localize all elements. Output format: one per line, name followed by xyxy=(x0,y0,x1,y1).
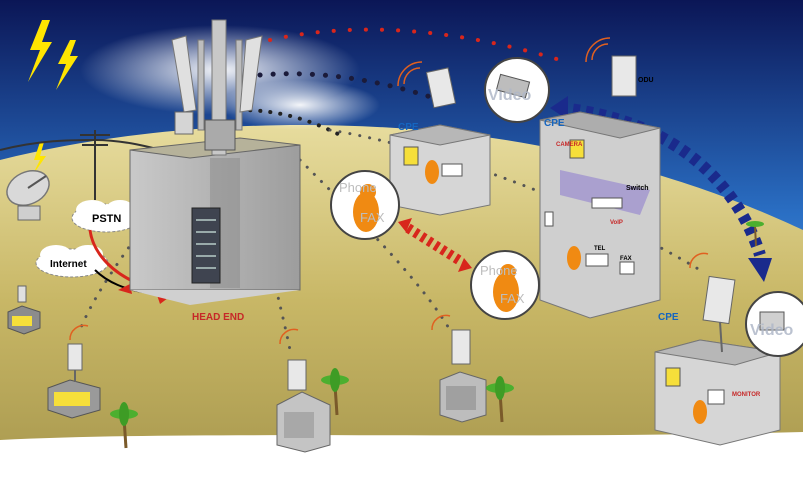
small-house-4 xyxy=(439,329,487,423)
switch-icon xyxy=(591,197,623,209)
head-end-label: HEAD END xyxy=(192,312,244,323)
video-link-arrowhead xyxy=(748,258,772,282)
monitor-label: MONITOR xyxy=(732,392,761,398)
monitor-icon xyxy=(707,389,725,405)
utility-pole xyxy=(0,130,201,200)
palm-tree-icon-2 xyxy=(486,376,514,423)
pstn-label: PSTN xyxy=(92,213,121,225)
palm-tree-icon-4 xyxy=(746,221,764,247)
wireless-link-dark xyxy=(257,71,443,103)
tower-beam-glow-2 xyxy=(220,80,380,130)
cell-tower xyxy=(171,19,263,156)
video-bubble-right: Video xyxy=(745,291,803,357)
cpe-building-right xyxy=(539,55,661,319)
wireless-link-gray-4 xyxy=(328,128,702,272)
lightning-icon xyxy=(28,20,52,82)
video-link-arrow xyxy=(559,102,766,257)
fiber-arrow xyxy=(118,284,132,294)
palm-tree-icon-3 xyxy=(110,402,138,449)
fax-label: FAX xyxy=(620,256,632,262)
phone-mid-label: Phone xyxy=(480,263,518,278)
switch-label: Switch xyxy=(626,185,649,192)
head-end-building xyxy=(129,137,301,305)
phone-link-arrowhead-2 xyxy=(458,258,472,272)
signal-arcs xyxy=(69,37,709,345)
cpe-top-label: CPE xyxy=(398,122,419,133)
fax-mid-label: FAX xyxy=(500,291,525,306)
voip-label: VoIP xyxy=(610,220,623,226)
cpe-house-top xyxy=(389,67,491,216)
phone-top-label: Phone xyxy=(339,180,377,195)
phone-link-arrowhead xyxy=(398,218,412,232)
video-link-arrowhead-2 xyxy=(550,96,568,120)
camera-label: CAMERA xyxy=(556,142,583,148)
small-house-1 xyxy=(7,285,41,335)
odu-antenna-icon xyxy=(611,55,637,97)
phone-bubble-mid: Phone FAX xyxy=(470,250,540,320)
video-bubble-top: Video xyxy=(484,57,550,123)
video-top-label: Video xyxy=(488,87,532,104)
phone-bubble-top: Phone FAX xyxy=(330,170,400,240)
fax-top-label: FAX xyxy=(360,210,385,225)
ground-foreground xyxy=(0,432,803,477)
video-right-label: Video xyxy=(750,322,794,339)
phone-link-arrow xyxy=(405,223,465,267)
lightning-icon-3 xyxy=(32,142,46,176)
palm-tree-icon xyxy=(321,368,349,416)
pstn-cloud: PSTN xyxy=(71,200,141,233)
internet-label: Internet xyxy=(50,259,87,270)
tel-label: TEL xyxy=(594,246,606,252)
camera-icon xyxy=(495,73,531,99)
cpe-right-label: CPE xyxy=(658,312,679,323)
odu-label: ODU xyxy=(638,77,654,84)
small-house-2 xyxy=(47,343,101,419)
lightning-icon-2 xyxy=(56,40,78,90)
cpe-antenna-icon xyxy=(425,67,457,109)
satellite-dish-icon xyxy=(6,170,50,221)
cpe-right-antenna-icon xyxy=(702,275,736,325)
cpe-mid-label: CPE xyxy=(544,118,565,129)
wireless-link-gray-3 xyxy=(298,158,452,332)
cpe-house-right xyxy=(654,275,781,446)
small-house-3 xyxy=(276,359,331,453)
